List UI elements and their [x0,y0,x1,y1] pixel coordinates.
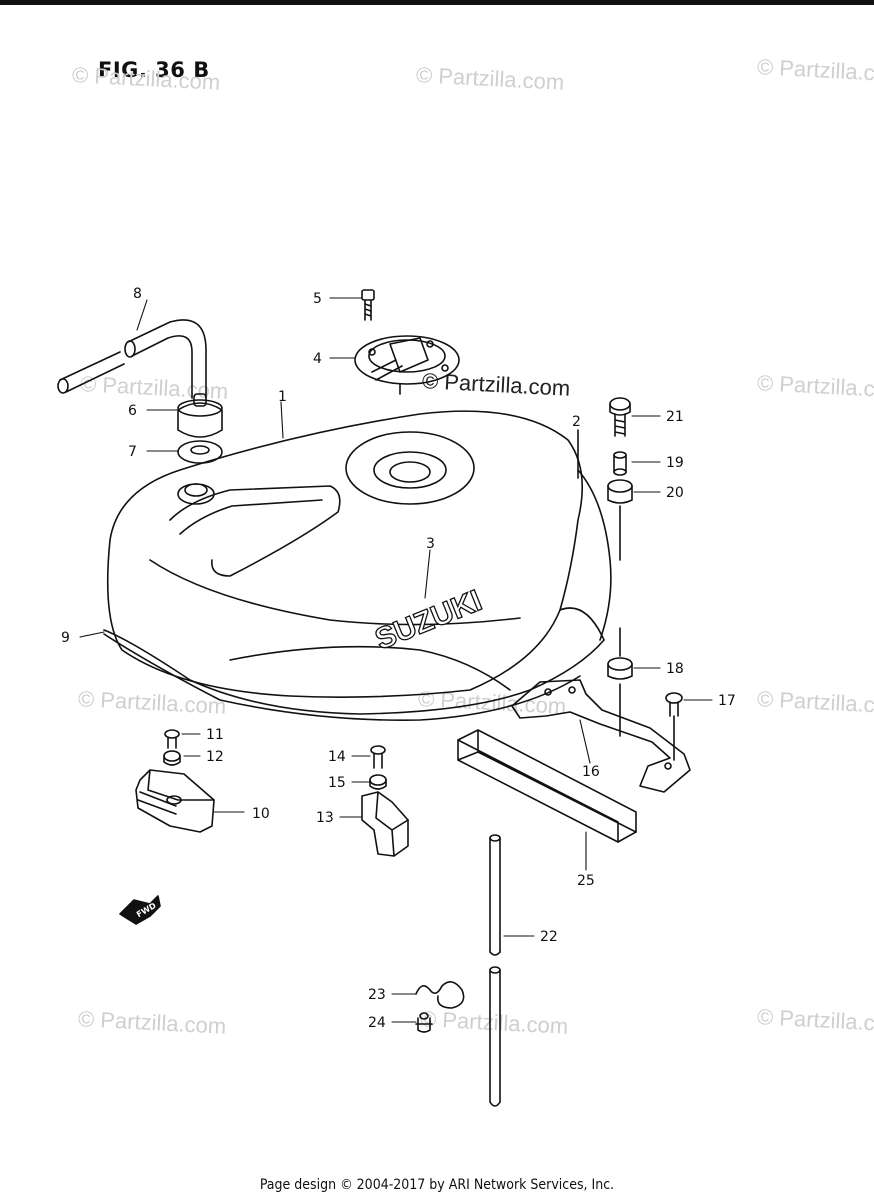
callout-3: 3 [426,536,435,552]
footer-copyright: Page design © 2004-2017 by ARI Network S… [259,1177,615,1193]
part-11-screw-drawing [164,729,180,749]
callout-8: 8 [133,286,142,302]
callout-13: 13 [316,810,334,826]
part-12-washer-drawing [163,750,181,766]
callout-4: 4 [313,351,322,367]
part-5-screw-drawing [361,289,375,321]
part-25-pad-drawing [457,729,637,843]
callout-10: 10 [252,806,270,822]
callout-19: 19 [666,455,684,471]
top-border [0,0,874,5]
part-17-bolt-drawing [665,692,683,761]
callout-12: 12 [206,749,224,765]
part-20-cushion-drawing [607,479,633,561]
part-1-fuel-tank-drawing [106,410,612,698]
part-15-washer-drawing [369,774,387,790]
part-8-hose-drawing [57,319,207,399]
part-6-cap-drawing [177,393,223,438]
callout-15: 15 [328,775,346,791]
callout-2: 2 [572,414,581,430]
callout-6: 6 [128,403,137,419]
callout-5: 5 [313,291,322,307]
part-9-trim-drawing [103,629,605,721]
callout-23: 23 [368,987,386,1003]
callout-24: 24 [368,1015,386,1031]
part-14-screw-drawing [370,745,386,769]
callout-14: 14 [328,749,346,765]
callout-25: 25 [577,873,595,889]
part-21-bolt-drawing [609,397,631,437]
callout-20: 20 [666,485,684,501]
callout-1: 1 [278,389,287,405]
part-10-clamp-drawing [135,769,215,833]
figure-title: FIG. 36 B [98,58,210,82]
callout-18: 18 [666,661,684,677]
part-4-fuel-cap-drawing [354,335,460,395]
callout-22: 22 [540,929,558,945]
fwd-arrow-icon [119,895,161,925]
callout-7: 7 [128,444,137,460]
callout-11: 11 [206,727,224,743]
part-24-grommet-drawing [415,1012,433,1033]
part-13-holder-drawing [361,791,409,857]
part-22-hose-drawing [489,834,501,1107]
leader-lines [79,297,713,1023]
part-16-bracket-drawing [511,679,691,793]
suzuki-decal: SUZUKI [371,584,487,656]
callout-17: 17 [718,693,736,709]
callout-16: 16 [582,764,600,780]
callout-9: 9 [61,630,70,646]
part-18-cushion-drawing [607,627,633,737]
callout-21: 21 [666,409,684,425]
part-19-collar-drawing [613,451,627,476]
part-23-clip-drawing [415,981,465,1009]
